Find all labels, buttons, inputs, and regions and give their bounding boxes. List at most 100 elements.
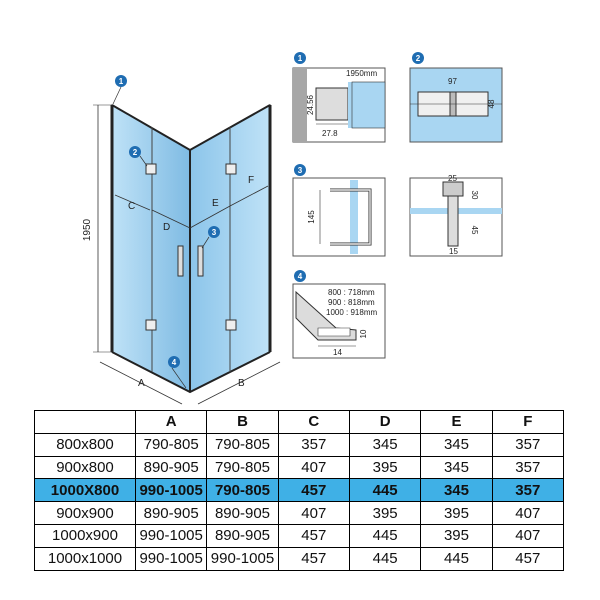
svg-text:4: 4 <box>172 358 177 367</box>
detail3b-bottom: 15 <box>449 247 458 256</box>
table-cell: 800x800 <box>34 432 136 457</box>
table-cell: 990-1005 <box>134 523 208 548</box>
svg-text:4: 4 <box>298 272 303 281</box>
detail3-height: 145 <box>307 210 316 224</box>
table-cell: 357 <box>491 478 565 503</box>
header-cell-size <box>34 410 136 434</box>
table-cell: 890-905 <box>134 455 208 480</box>
table-cell: 445 <box>348 523 422 548</box>
detail4-bottom: 14 <box>333 348 342 357</box>
detail2-side: 48 <box>487 99 496 108</box>
table-cell: 890-905 <box>206 523 279 548</box>
table-header-row: A B C D E F <box>34 410 565 434</box>
handle <box>197 245 204 277</box>
label-e: E <box>212 198 219 209</box>
detail4-line-2: 900 : 818mm <box>328 298 375 307</box>
detail1-side: 24.56 <box>306 94 315 115</box>
label-c: C <box>128 201 135 212</box>
table-row: 800x800 790-805 790-805 357 345 345 357 <box>34 432 565 457</box>
detail2-top: 97 <box>448 77 457 86</box>
detail3b-side-top: 30 <box>470 191 479 200</box>
header-cell-f: F <box>491 410 565 434</box>
height-dimension: 1950 <box>82 104 112 353</box>
table-cell: 395 <box>420 523 493 548</box>
table-cell: 407 <box>277 455 350 480</box>
table-cell: 457 <box>277 546 350 571</box>
header-cell-b: B <box>206 410 279 434</box>
table-cell: 990-1005 <box>134 546 208 571</box>
table-cell: 457 <box>277 523 350 548</box>
detail1-width: 1950mm <box>346 69 377 78</box>
detail3b-top: 25 <box>448 174 457 183</box>
table-cell: 1000x1000 <box>34 546 136 571</box>
table-cell: 345 <box>348 432 422 457</box>
label-d: D <box>163 222 170 233</box>
svg-text:1: 1 <box>298 54 303 63</box>
table-cell: 900x800 <box>34 455 136 480</box>
table-cell: 890-905 <box>134 501 208 525</box>
table-cell: 900x900 <box>34 501 136 525</box>
table-cell: 345 <box>420 455 493 480</box>
label-f: F <box>248 175 254 186</box>
detail-3: 3 145 <box>292 164 386 257</box>
marker-1: 1 <box>112 75 127 105</box>
hinge <box>145 163 157 175</box>
svg-text:2: 2 <box>133 148 138 157</box>
hinge <box>225 319 237 331</box>
table-cell: 407 <box>277 501 350 525</box>
table-cell: 457 <box>277 478 350 503</box>
table-cell: 1000X800 <box>34 478 136 503</box>
label-a: A <box>138 378 145 389</box>
header-cell-a: A <box>134 410 208 434</box>
base-dimensions <box>99 361 281 405</box>
table-cell: 790-805 <box>134 432 208 457</box>
handle <box>177 245 184 277</box>
table-row: 900x900 890-905 890-905 407 395 395 407 <box>34 501 565 525</box>
table-cell: 357 <box>491 455 565 480</box>
table-cell: 357 <box>277 432 350 457</box>
svg-text:3: 3 <box>298 166 303 175</box>
svg-text:1: 1 <box>119 77 124 86</box>
detail4-line-3: 1000 : 918mm <box>326 308 377 317</box>
table-cell: 395 <box>348 455 422 480</box>
table-cell: 790-805 <box>206 478 279 503</box>
table-row: 900x800 890-905 790-805 407 395 345 357 <box>34 455 565 480</box>
table-row: 1000x900 990-1005 890-905 457 445 395 40… <box>34 523 565 548</box>
table-cell: 790-805 <box>206 455 279 480</box>
detail-2: 2 97 48 <box>409 52 503 143</box>
table-cell: 407 <box>491 523 565 548</box>
detail-1: 1 1950mm 24.56 27.8 <box>292 52 386 143</box>
marker-4: 4 <box>168 356 187 389</box>
marker-2: 2 <box>129 146 148 167</box>
table-cell: 457 <box>491 546 565 571</box>
table-cell: 357 <box>491 432 565 457</box>
table-cell: 345 <box>420 478 493 503</box>
inner-dimensions <box>114 185 269 229</box>
table-cell: 890-905 <box>206 501 279 525</box>
table-cell: 395 <box>420 501 493 525</box>
header-cell-e: E <box>420 410 493 434</box>
detail3b-side-bottom: 45 <box>470 226 479 235</box>
detail-3b: 25 30 45 15 <box>409 174 503 257</box>
header-cell-c: C <box>277 410 350 434</box>
height-label: 1950 <box>82 218 93 241</box>
table-cell: 990-1005 <box>206 546 279 571</box>
marker-3: 3 <box>201 226 220 249</box>
detail1-bottom: 27.8 <box>322 129 338 138</box>
table-cell: 345 <box>420 432 493 457</box>
shower-enclosure-diagram: 1950 C D E F A B 1 2 3 4 1 <box>82 52 503 405</box>
table-cell: 445 <box>348 478 422 503</box>
table-cell: 445 <box>348 546 422 571</box>
table-cell: 990-1005 <box>134 478 208 503</box>
svg-text:3: 3 <box>212 228 217 237</box>
label-b: B <box>238 378 245 389</box>
detail-4: 4 800 : 718mm 900 : 818mm 1000 : 918mm 1… <box>292 270 386 359</box>
svg-text:2: 2 <box>416 54 421 63</box>
hinge <box>145 319 157 331</box>
hinge <box>225 163 237 175</box>
table-cell: 407 <box>491 501 565 525</box>
table-cell: 395 <box>348 501 422 525</box>
header-cell-d: D <box>348 410 422 434</box>
size-table: A B C D E F 800x800 790-805 790-805 357 … <box>34 410 565 571</box>
table-row: 1000x1000 990-1005 990-1005 457 445 445 … <box>34 546 565 571</box>
